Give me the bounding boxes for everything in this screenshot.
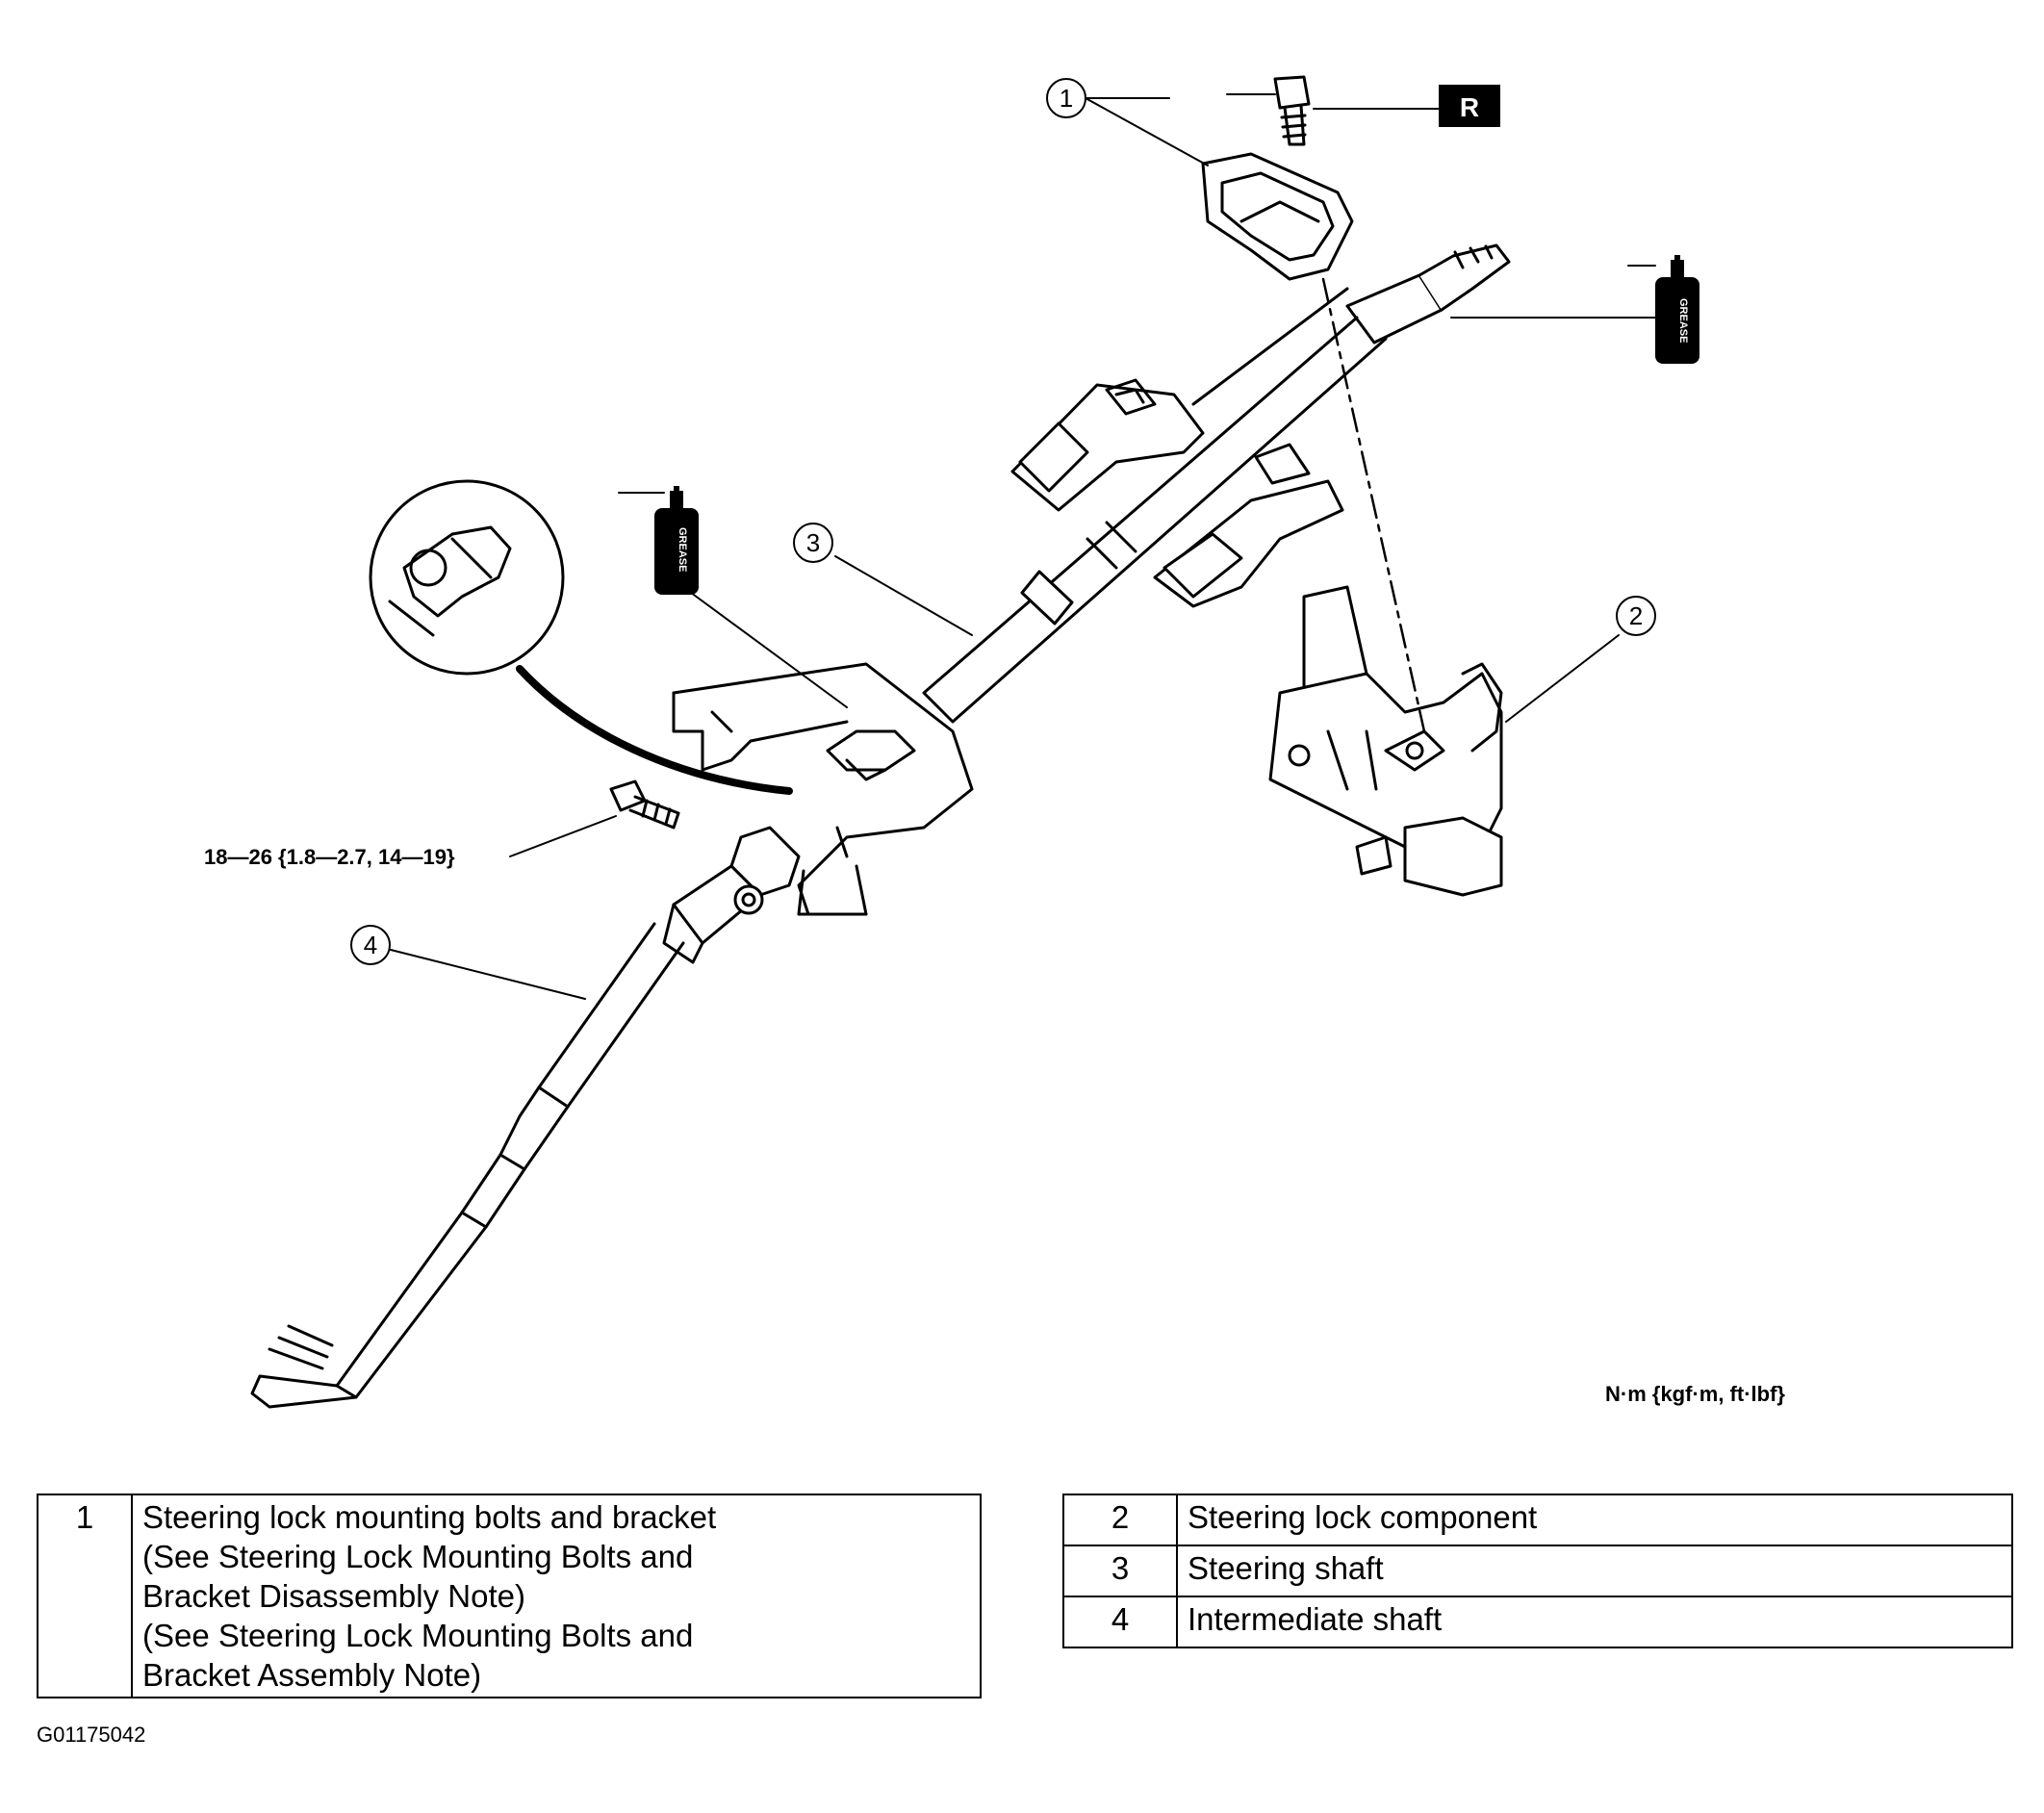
part-description: Intermediate shaft	[1176, 1596, 2013, 1648]
part-description-line: Bracket Disassembly Note)	[142, 1578, 525, 1614]
grease-can-icon: GREASE	[654, 486, 699, 595]
r-badge-label: R	[1460, 92, 1479, 122]
part-description-line: (See Steering Lock Mounting Bolts and	[142, 1539, 694, 1574]
table-row: 2 Steering lock component	[1062, 1494, 2013, 1546]
svg-text:GREASE: GREASE	[677, 527, 688, 572]
callout-1: 1	[1060, 84, 1073, 113]
part-number: 2	[1062, 1494, 1178, 1546]
callout-circle-3	[793, 523, 833, 563]
steering-lock-component	[1268, 585, 1503, 897]
part-description: Steering lock component	[1176, 1494, 2013, 1546]
table-row: 3 Steering shaft	[1062, 1545, 2013, 1597]
grease-can-icon: GREASE	[1655, 255, 1699, 364]
svg-text:GREASE: GREASE	[1677, 298, 1689, 343]
exploded-view-diagram: GREASE GREASE R 1 2 3 4	[250, 75, 1699, 1409]
steering-shaft	[922, 243, 1511, 724]
part-number: 1	[37, 1494, 133, 1698]
r-badge-icon: R	[1439, 85, 1500, 127]
figure-id: G01175042	[37, 1723, 146, 1747]
callout-2: 2	[1629, 601, 1643, 630]
lock-bolt	[1273, 75, 1311, 146]
steering-lock-bracket	[1201, 152, 1354, 281]
torque-spec: 18—26 {1.8—2.7, 14—19}	[204, 845, 455, 869]
detail-view-circle	[369, 479, 793, 795]
part-description-line: Steering lock mounting bolts and bracket	[142, 1499, 717, 1535]
callout-circle-4	[350, 925, 391, 965]
parts-table-left: 1 Steering lock mounting bolts and brack…	[37, 1494, 982, 1698]
part-description: Steering lock mounting bolts and bracket…	[131, 1494, 982, 1698]
leader-lines	[386, 93, 1675, 1000]
part-description: Steering shaft	[1176, 1545, 2013, 1597]
alignment-line	[1321, 277, 1426, 733]
part-description-line: Bracket Assembly Note)	[142, 1657, 482, 1693]
upper-bracket-tab	[1010, 378, 1205, 512]
part-number: 3	[1062, 1545, 1178, 1597]
table-row: 1 Steering lock mounting bolts and brack…	[37, 1494, 982, 1698]
lower-bracket-tab	[1153, 443, 1344, 608]
callout-4: 4	[364, 931, 377, 959]
column-mounting-bracket	[672, 662, 974, 916]
table-row: 4 Intermediate shaft	[1062, 1596, 2013, 1648]
part-number: 4	[1062, 1596, 1178, 1648]
intermediate-shaft	[250, 826, 801, 1409]
part-description-line: (See Steering Lock Mounting Bolts and	[142, 1618, 694, 1653]
mounting-bolt	[609, 779, 680, 830]
parts-table-right: 2 Steering lock component 3 Steering sha…	[1062, 1494, 2013, 1648]
torque-units: N·m {kgf·m, ft·lbf}	[1605, 1382, 1785, 1406]
callout-circle-1	[1046, 78, 1086, 118]
callout-circle-2	[1616, 596, 1656, 636]
callout-3: 3	[806, 528, 820, 557]
